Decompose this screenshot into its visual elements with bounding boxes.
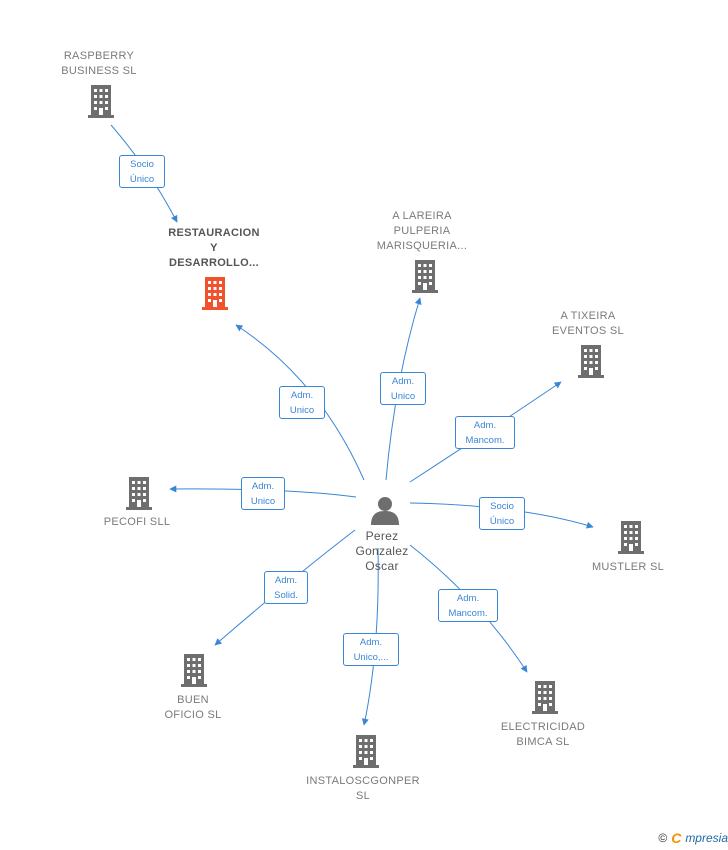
relation-label-restauracion[interactable]: Adm. Unico: [279, 386, 325, 419]
relation-label-buen[interactable]: Adm. Solid.: [264, 571, 308, 604]
copyright-symbol: ©: [658, 831, 668, 845]
building-icon[interactable]: [181, 654, 207, 687]
node-label-perez[interactable]: Perez Gonzalez Oscar: [355, 529, 409, 573]
node-label-pecofi[interactable]: PECOFI SLL: [103, 516, 171, 528]
building-icon[interactable]: [202, 277, 228, 310]
node-label-tixeira[interactable]: A TIXEIRA EVENTOS SL: [552, 310, 624, 337]
node-label-instalos[interactable]: INSTALOSCGONPER SL: [306, 775, 420, 802]
building-icon[interactable]: [126, 477, 152, 510]
node-label-raspberry[interactable]: RASPBERRY BUSINESS SL: [61, 50, 137, 77]
node-label-buen[interactable]: BUEN OFICIO SL: [164, 694, 222, 721]
node-label-mustler[interactable]: MUSTLER SL: [591, 561, 665, 573]
relation-label-tixeira[interactable]: Adm. Mancom.: [455, 416, 515, 449]
relation-label-mustler[interactable]: Socio Único: [479, 497, 525, 530]
relation-label-pecofi[interactable]: Adm. Unico: [241, 477, 285, 510]
building-icon[interactable]: [353, 735, 379, 768]
node-label-lareira[interactable]: A LAREIRA PULPERIA MARISQUERIA...: [376, 210, 468, 252]
person-icon[interactable]: [371, 497, 399, 525]
relation-label-electricidad[interactable]: Adm. Mancom.: [438, 589, 498, 622]
relation-label-instalos[interactable]: Adm. Unico,...: [343, 633, 399, 666]
relation-label-restauracion[interactable]: Socio Único: [119, 155, 165, 188]
brand-logo-initial: C: [671, 830, 682, 846]
building-icon[interactable]: [532, 681, 558, 714]
node-label-electricidad[interactable]: ELECTRICIDAD BIMCA SL: [500, 721, 586, 748]
building-icon[interactable]: [412, 260, 438, 293]
building-icon[interactable]: [88, 85, 114, 118]
brand-name: mpresia: [685, 831, 728, 845]
building-icon[interactable]: [578, 345, 604, 378]
relation-label-lareira[interactable]: Adm. Unico: [380, 372, 426, 405]
building-icon[interactable]: [618, 521, 644, 554]
node-label-restauracion[interactable]: RESTAURACION Y DESARROLLO...: [168, 227, 260, 269]
